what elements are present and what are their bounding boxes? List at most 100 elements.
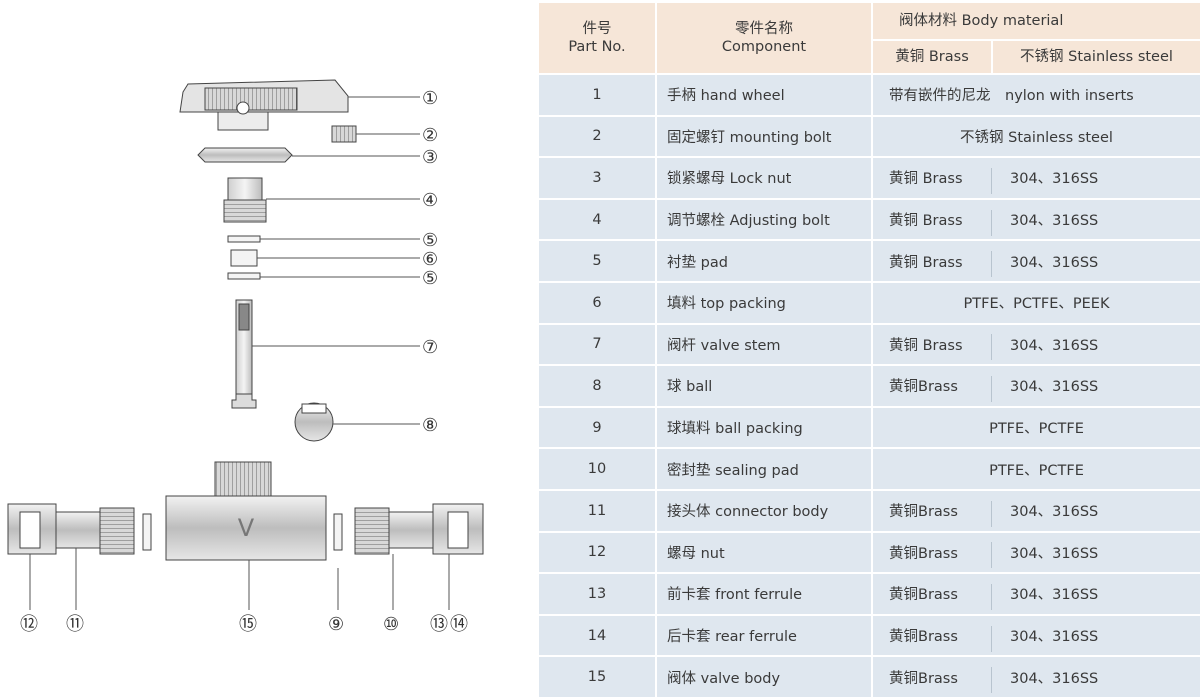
callout-15: ⑮ (239, 614, 257, 635)
brass-material: 黄铜Brass (889, 629, 958, 646)
part-number-cell: 7 (539, 324, 655, 365)
callout-11: ⑪ (66, 614, 84, 635)
component-name-cell: 填料 top packing (657, 282, 871, 323)
column-divider (991, 542, 992, 569)
part-number-cell: 13 (539, 574, 655, 614)
callout-3: ③ (422, 147, 438, 168)
part-pad-upper (227, 235, 261, 243)
brass-material: 黄铜 Brass (889, 254, 963, 271)
material-cell: 黄铜Brass 304、316SS (873, 532, 1200, 573)
svg-text:V: V (238, 514, 255, 542)
column-divider (991, 375, 992, 402)
material-cell: 黄铜Brass 304、316SS (873, 574, 1200, 614)
material-cell: 黄铜Brass 304、316SS (873, 490, 1200, 531)
exploded-view-diagram: V ① ② ③ ④ ⑤ ⑥ (7, 79, 484, 635)
part-adjusting-bolt (223, 177, 267, 223)
material-cell: 黄铜 Brass 304、316SS (873, 241, 1200, 281)
stainless-material: 304、316SS (1010, 545, 1099, 562)
material-cell: 黄铜Brass 304、316SS (873, 366, 1200, 406)
callout-5a: ⑤ (422, 230, 438, 251)
material-merged-cell: PTFE、PCTFE (873, 449, 1200, 489)
material-cell: 黄铜Brass 304、316SS (873, 615, 1200, 656)
brass-material: 黄铜Brass (889, 670, 958, 687)
stainless-material: 304、316SS (1010, 337, 1099, 354)
callout-6: ⑥ (422, 249, 438, 270)
component-name-cell: 锁紧螺母 Lock nut (657, 158, 871, 198)
brass-material: 黄铜Brass (889, 504, 958, 521)
brass-material: 黄铜Brass (889, 587, 958, 604)
material-merged-cell: PTFE、PCTFE (873, 407, 1200, 448)
header-component-cn: 零件名称 (735, 21, 793, 37)
column-divider (991, 209, 992, 236)
header-component: 零件名称 Component (657, 3, 871, 73)
header-part-no: 件号 Part No. (539, 3, 655, 73)
callout-2: ② (422, 125, 438, 146)
brass-material: 黄铜Brass (889, 379, 958, 396)
part-number-cell: 6 (539, 282, 655, 323)
callout-4: ④ (422, 190, 438, 211)
part-number-cell: 8 (539, 366, 655, 406)
column-divider (991, 251, 992, 278)
callout-1: ① (422, 88, 438, 109)
stainless-material: 304、316SS (1010, 670, 1099, 687)
callout-7: ⑦ (422, 337, 438, 358)
part-lock-nut (197, 147, 293, 163)
part-valve-stem (231, 299, 257, 409)
component-name-cell: 球 ball (657, 366, 871, 406)
component-name-cell: 调节螺栓 Adjusting bolt (657, 199, 871, 240)
callout-12: ⑫ (20, 614, 38, 635)
part-sealing-left (142, 513, 152, 551)
header-part-no-en: Part No. (568, 39, 626, 55)
part-number-cell: 1 (539, 75, 655, 115)
part-valve-body: V (165, 461, 327, 561)
stainless-material: 304、316SS (1010, 504, 1099, 521)
header-brass: 黄铜 Brass (873, 41, 991, 73)
leader-lines (29, 96, 450, 610)
part-right-fitting (354, 503, 484, 555)
part-ball (294, 402, 334, 442)
part-left-fitting (7, 503, 135, 555)
part-number-cell: 5 (539, 241, 655, 281)
component-name-cell: 球填料 ball packing (657, 407, 871, 448)
callout-10: ⑩ (383, 614, 399, 635)
part-number-cell: 12 (539, 532, 655, 573)
callout-9: ⑨ (328, 614, 344, 635)
column-divider (991, 667, 992, 694)
parts-table: 件号 Part No. 零件名称 Component 阀体材料 Body mat… (537, 1, 1200, 699)
stainless-material: 304、316SS (1010, 171, 1099, 188)
callout-5b: ⑤ (422, 268, 438, 289)
brass-material: 黄铜Brass (889, 545, 958, 562)
part-mounting-bolt (331, 125, 357, 143)
header-stainless: 不锈钢 Stainless steel (993, 41, 1200, 73)
stainless-material: 304、316SS (1010, 629, 1099, 646)
part-pad-lower (227, 272, 261, 280)
part-sealing-right (333, 513, 343, 551)
part-number-cell: 14 (539, 615, 655, 656)
stainless-material: 304、316SS (1010, 379, 1099, 396)
column-divider (991, 625, 992, 652)
part-number-cell: 2 (539, 116, 655, 157)
brass-material: 黄铜 Brass (889, 171, 963, 188)
component-name-cell: 螺母 nut (657, 532, 871, 573)
part-number-cell: 4 (539, 199, 655, 240)
material-merged-cell: PTFE、PCTFE、PEEK (873, 282, 1200, 323)
material-merged-cell: 不锈钢 Stainless steel (873, 116, 1200, 157)
column-divider (991, 583, 992, 610)
stainless-material: 304、316SS (1010, 254, 1099, 271)
component-name-cell: 衬垫 pad (657, 241, 871, 281)
component-name-cell: 密封垫 sealing pad (657, 449, 871, 489)
stainless-material: 304、316SS (1010, 587, 1099, 604)
part-number-cell: 10 (539, 449, 655, 489)
